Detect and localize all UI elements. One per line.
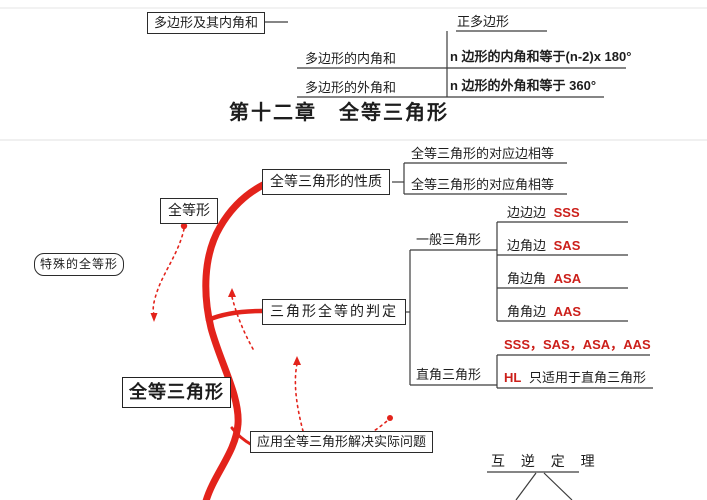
black-connectors	[263, 21, 653, 500]
node-property-sides-equal: 全等三角形的对应边相等	[411, 146, 555, 161]
node-right-triangle-combo: SSS，SAS，ASA，AAS	[504, 337, 651, 352]
node-criterion-sas: 边角边 SAS	[507, 238, 580, 254]
node-right-triangle: 直角三角形	[416, 367, 482, 382]
node-interior-angle-formula: n 边形的内角和等于(n-2)x 180°	[450, 49, 632, 64]
node-exterior-angle-sum: 多边形的外角和	[305, 80, 397, 95]
node-criterion-hl: HL 只适用于直角三角形	[504, 370, 646, 386]
node-interior-angle-sum: 多边形的内角和	[305, 51, 397, 66]
node-property-angles-equal: 全等三角形的对应角相等	[411, 177, 555, 192]
criterion-aas-cn: 角角边	[507, 304, 547, 319]
red-dotted-links	[152, 228, 388, 453]
node-congruent-shape: 全等形	[160, 198, 218, 224]
node-application: 应用全等三角形解决实际问题	[250, 431, 434, 454]
red-dots-and-arrowheads	[150, 222, 393, 421]
criterion-sas-cn: 边角边	[507, 238, 547, 253]
criterion-hl-note: 只适用于直角三角形	[528, 370, 646, 385]
callout-special-congruent-shape: 特殊的全等形	[34, 253, 125, 276]
node-criterion-asa: 角边角 ASA	[507, 271, 581, 287]
criterion-sss-cn: 边边边	[507, 205, 547, 220]
node-polygon-root: 多边形及其内角和	[147, 12, 266, 35]
node-criterion-sss: 边边边 SSS	[507, 205, 580, 221]
node-regular-polygon: 正多边形	[457, 14, 510, 29]
criterion-asa-cn: 角边角	[507, 271, 547, 286]
node-properties: 全等三角形的性质	[262, 169, 390, 195]
node-converse-theorem: 互 逆 定 理	[491, 453, 601, 469]
node-general-triangle: 一般三角形	[416, 232, 482, 247]
criterion-asa-en: ASA	[553, 271, 582, 286]
chapter-title: 第十二章 全等三角形	[229, 102, 449, 124]
criterion-aas-en: AAS	[553, 304, 582, 319]
node-criterion-aas: 角角边 AAS	[507, 304, 581, 320]
criterion-sss-en: SSS	[553, 205, 580, 220]
node-exterior-angle-formula: n 边形的外角和等于 360°	[450, 78, 597, 93]
node-judgment: 三角形全等的判定	[262, 299, 406, 325]
criterion-hl-en: HL	[504, 370, 522, 385]
criterion-sas-en: SAS	[553, 238, 581, 253]
node-congruent-triangles-main: 全等三角形	[122, 377, 231, 408]
